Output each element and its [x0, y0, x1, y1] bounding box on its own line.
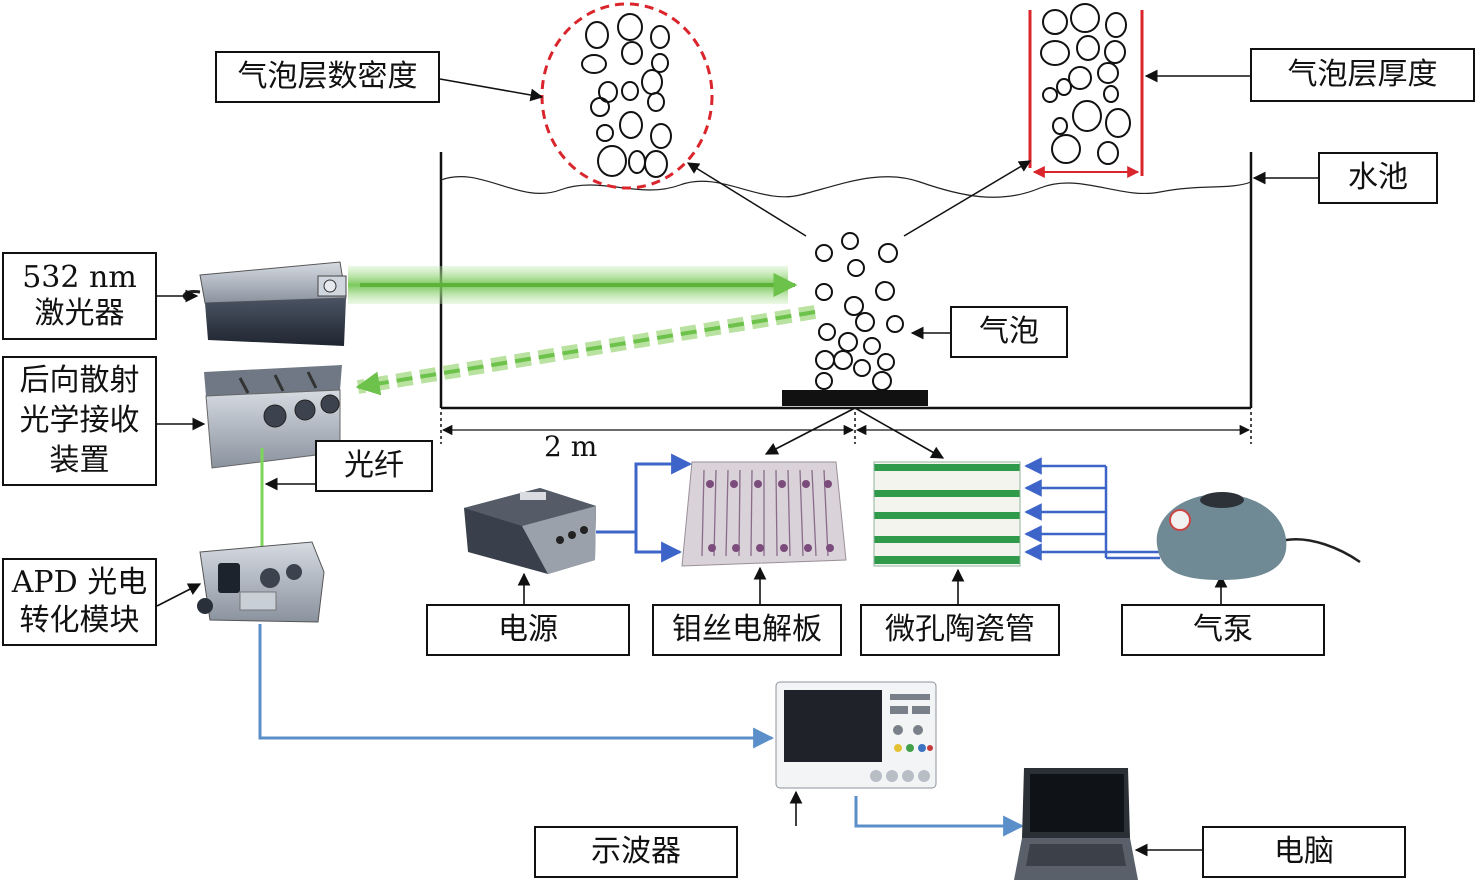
label-laser: 532 nm 激光器 — [2, 252, 157, 340]
oscilloscope-icon — [775, 681, 937, 789]
label-air-pump: 气泵 — [1121, 604, 1325, 656]
distance-marker — [440, 412, 1252, 444]
air-pump-icon — [1156, 492, 1361, 580]
electrolysis-plate-icon — [681, 461, 847, 567]
laptop-icon — [1014, 768, 1138, 880]
bubble-column — [815, 232, 904, 391]
label-bubble-thickness: 气泡层厚度 — [1250, 48, 1475, 102]
laser-device-icon — [182, 261, 347, 346]
label-bubble-density: 气泡层数密度 — [215, 51, 440, 103]
label-ceramic-tube: 微孔陶瓷管 — [860, 604, 1060, 656]
ceramic-tube-icon — [873, 461, 1021, 567]
label-receiver-line1: 后向散射 — [19, 363, 140, 398]
label-bubbles: 气泡 — [950, 306, 1068, 358]
power-wires — [596, 453, 693, 563]
power-supply-icon — [464, 488, 596, 574]
label-receiver-line3: 装置 — [49, 443, 110, 478]
laser-beam — [348, 266, 798, 304]
label-distance: 2 m — [544, 430, 598, 463]
bubble-density-region — [540, 2, 714, 190]
label-computer: 电脑 — [1202, 826, 1406, 878]
label-apd-line2: 转化模块 — [19, 603, 140, 638]
air-lines — [1024, 457, 1160, 561]
signal-cable — [258, 624, 775, 749]
label-laser-line1: 532 nm — [22, 260, 137, 295]
label-power-supply: 电源 — [426, 604, 630, 656]
apd-module-icon — [197, 541, 325, 623]
label-oscilloscope: 示波器 — [534, 826, 738, 878]
label-fiber: 光纤 — [315, 440, 433, 492]
backscatter-beam — [355, 305, 817, 396]
water-pool — [439, 152, 1253, 410]
bubble-thickness-region — [1028, 3, 1144, 178]
label-electrolysis-plate: 钼丝电解板 — [652, 604, 842, 656]
label-water-pool: 水池 — [1318, 152, 1438, 204]
bubble-source-plate — [782, 390, 928, 406]
label-apd-line1: APD 光电 — [11, 565, 148, 600]
water-surface — [440, 175, 1252, 198]
label-laser-line2: 激光器 — [34, 296, 125, 331]
scope-to-pc-cable — [854, 796, 1025, 837]
label-receiver-line2: 光学接收 — [19, 403, 140, 438]
label-apd: APD 光电 转化模块 — [2, 558, 157, 646]
label-receiver: 后向散射 光学接收 装置 — [2, 356, 157, 486]
